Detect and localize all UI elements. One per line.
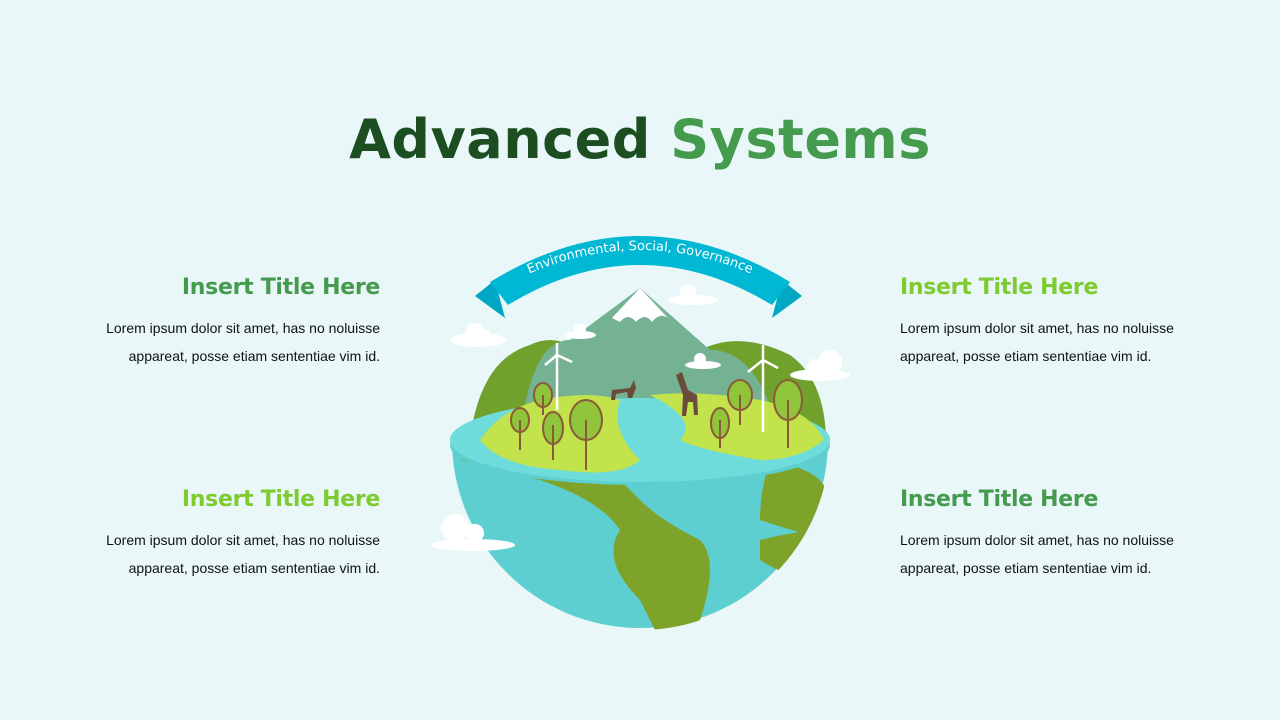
block-text: Lorem ipsum dolor sit amet, has no nolui…: [900, 532, 1174, 576]
block-title: Insert Title Here: [900, 275, 1099, 300]
info-block-top-right: Insert Title Here Lorem ipsum dolor sit …: [900, 275, 1200, 370]
reindeer-icon: [611, 380, 636, 400]
wind-turbines: [544, 343, 779, 432]
block-text: Lorem ipsum dolor sit amet, has no nolui…: [900, 320, 1174, 364]
info-block-bottom-left: Insert Title Here Lorem ipsum dolor sit …: [80, 487, 380, 582]
trees: [510, 379, 803, 470]
block-text: Lorem ipsum dolor sit amet, has no nolui…: [106, 532, 380, 576]
block-text: Lorem ipsum dolor sit amet, has no nolui…: [106, 320, 380, 364]
earth-illustration: Environmental, Social, Governance: [431, 236, 850, 630]
title-part-2: Systems: [670, 108, 931, 171]
info-block-top-left: Insert Title Here Lorem ipsum dolor sit …: [80, 275, 380, 370]
info-block-bottom-right: Insert Title Here Lorem ipsum dolor sit …: [900, 487, 1200, 582]
clouds: [431, 284, 850, 551]
mountain-snow: [612, 288, 668, 322]
giraffe-icon: [676, 372, 698, 416]
block-title: Insert Title Here: [900, 487, 1099, 512]
page-title: Advanced Systems: [0, 108, 1280, 171]
title-part-1: Advanced: [349, 108, 651, 171]
block-title: Insert Title Here: [181, 487, 380, 512]
block-title: Insert Title Here: [181, 275, 380, 300]
